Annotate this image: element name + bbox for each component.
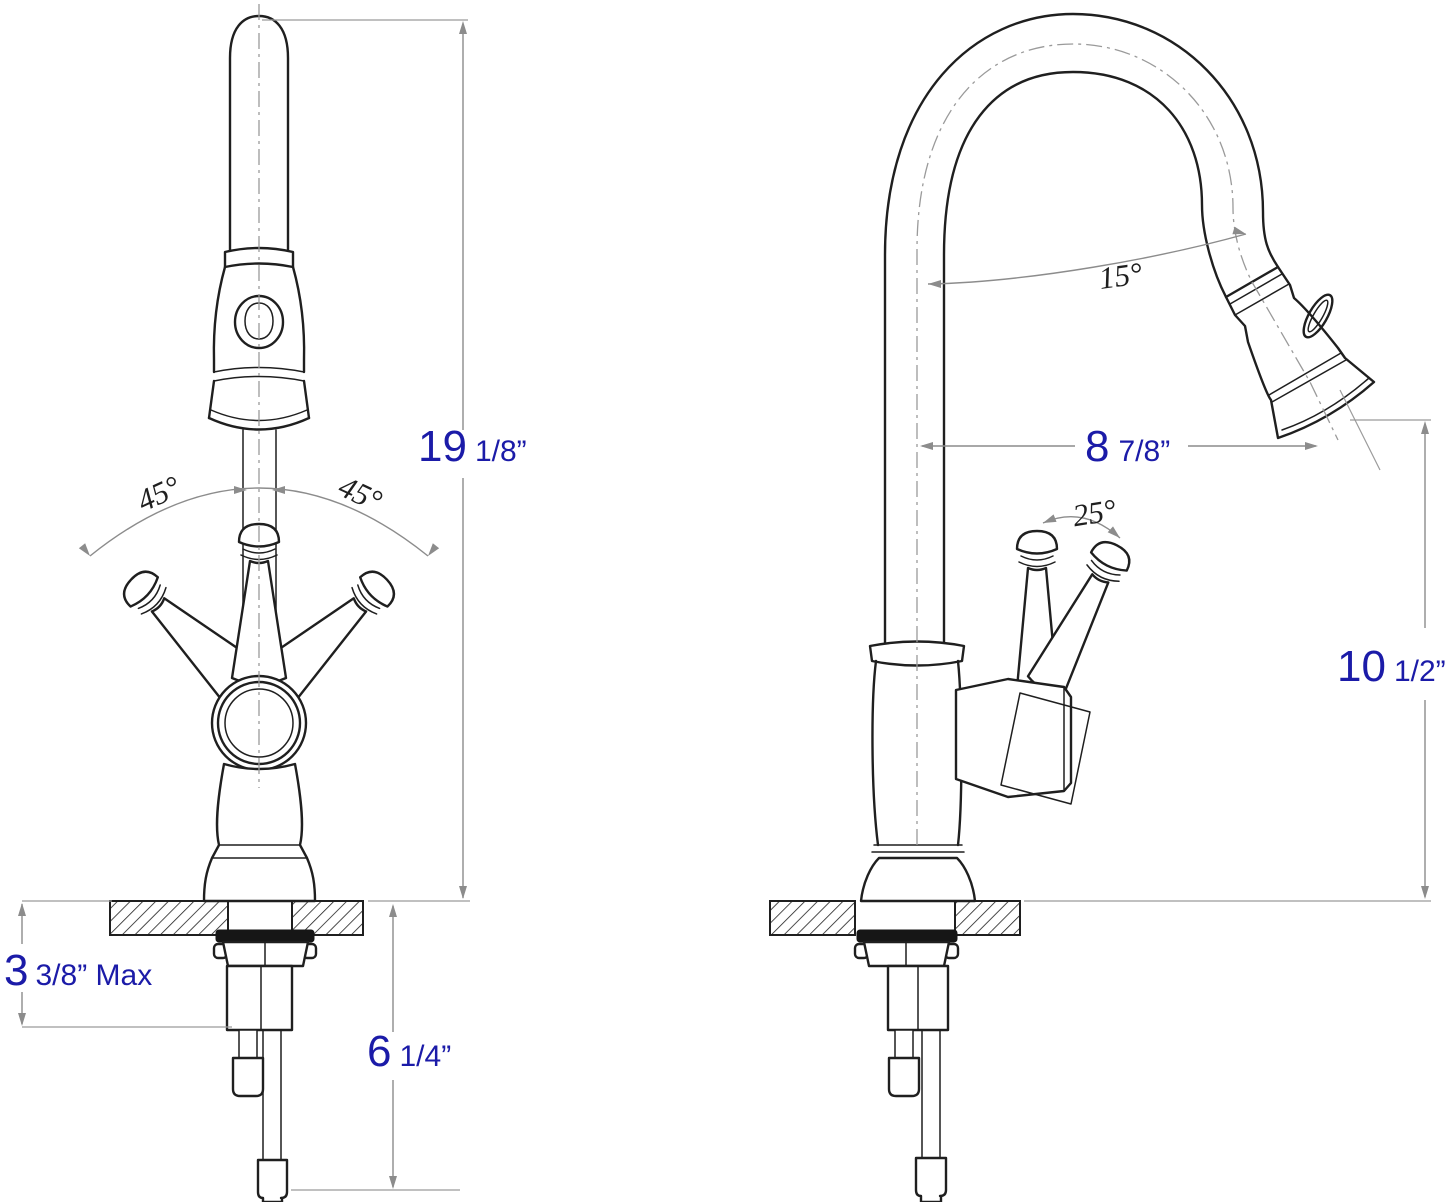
front-mounting-nut [212,940,318,968]
side-washer [856,929,958,943]
side-mounting-nut [853,940,960,968]
side-gooseneck-spout [883,12,1280,650]
side-handle-socket [954,677,1091,805]
front-body-base [202,762,317,903]
front-view: 191/8” 45° 45° 33/8” Max 61/4” [4,4,527,1202]
spout-angle-arc [927,226,1247,288]
front-washer [215,929,315,943]
handle-tilt-arc [1042,514,1121,539]
side-mounting-hardware [853,929,960,1202]
handle-angle-label: 25° [1070,492,1118,533]
side-long-hose [914,1029,948,1202]
front-mounting-hardware [212,929,318,1202]
handle-swing-arc [78,486,440,557]
side-body-base [859,640,977,903]
side-threaded-shank [886,964,950,1032]
front-threaded-shank [225,964,294,1032]
sprayer-button [1302,293,1334,339]
spout-angle-label: 15° [1097,255,1145,296]
side-countertop [769,900,1021,936]
front-countertop [109,900,364,936]
front-long-hose [256,1029,289,1202]
side-view: 15° 25° 87/8” 101/2” [769,12,1445,1202]
side-short-hose [887,1029,921,1098]
swing-right-label: 45° [333,468,387,518]
swing-left-label: 45° [131,468,185,518]
front-short-hose [231,1029,265,1098]
